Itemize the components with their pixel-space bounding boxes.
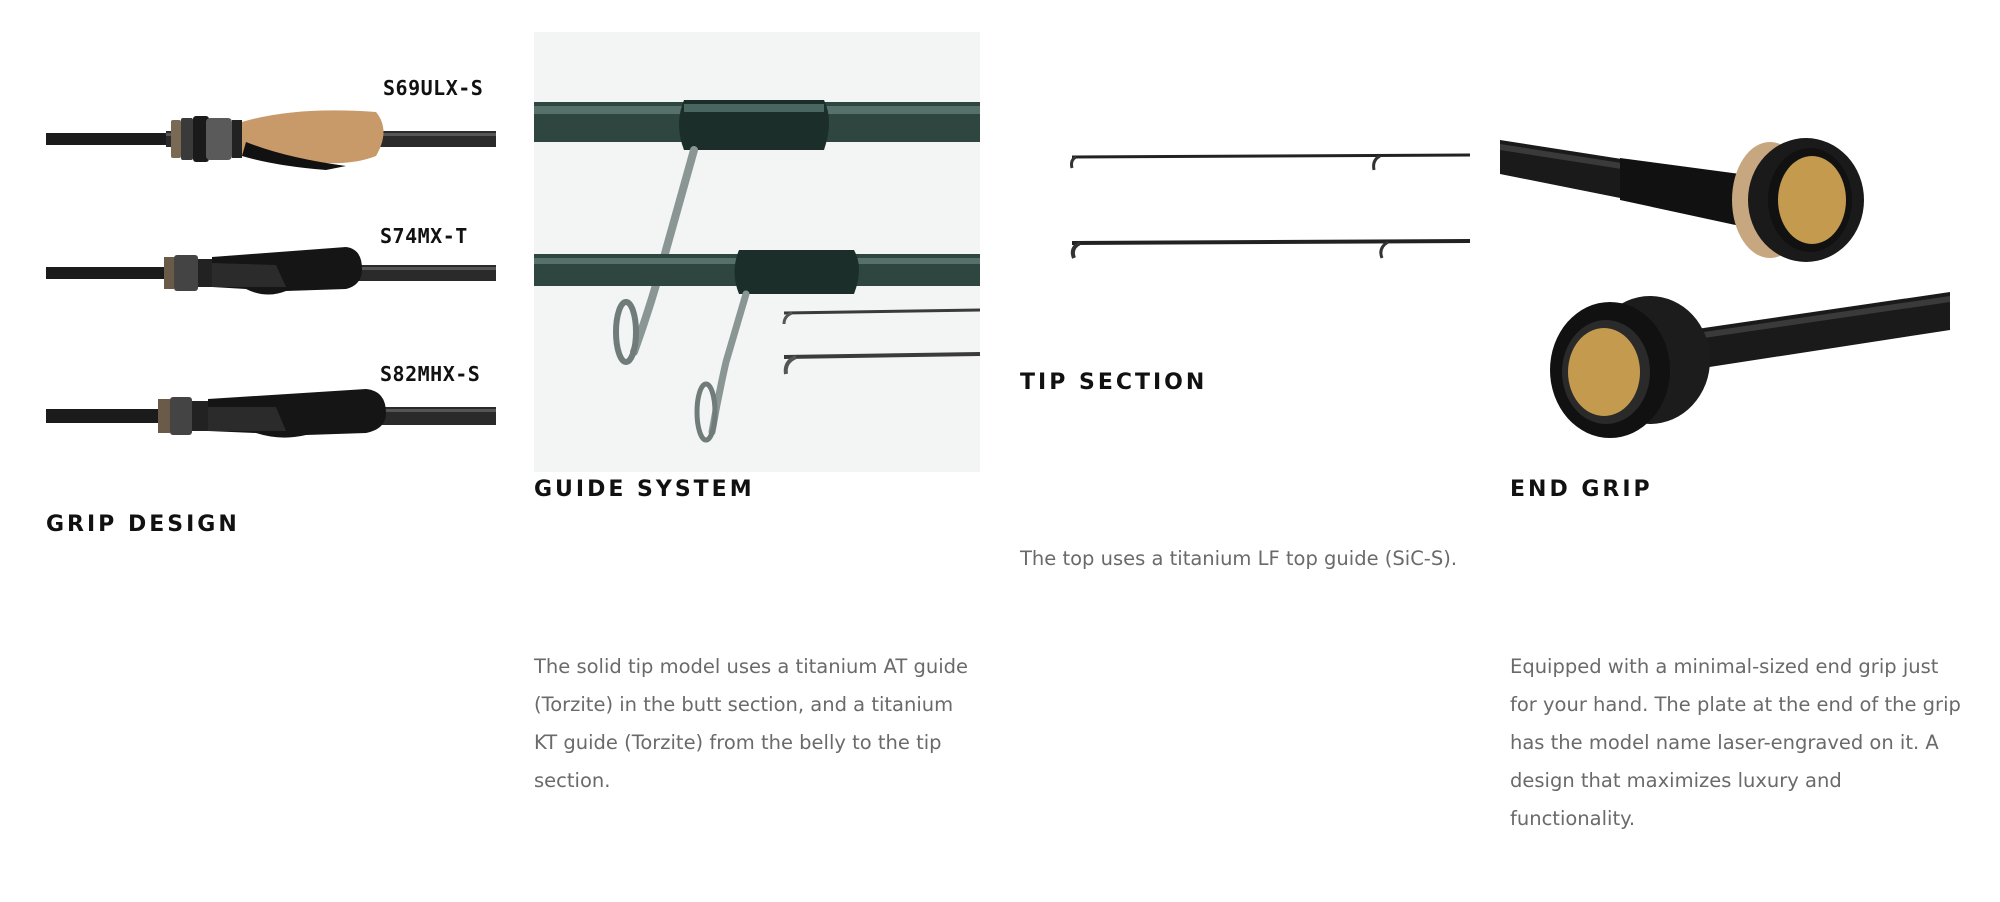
tip-section-section: TIP SECTION The top uses a titanium LF t… — [1000, 0, 1500, 902]
end-grip-image — [1500, 138, 1950, 438]
guide-system-section: GUIDE SYSTEM The solid tip model uses a … — [500, 0, 1000, 902]
tip-section-description: The top uses a titanium LF top guide (Si… — [1020, 547, 1458, 570]
end-grip-heading: END GRIP — [1510, 477, 1653, 502]
model-label-3: S82MHX-S — [380, 362, 481, 386]
grip-design-section: S69ULX-S S74MX-T S82MHX-S GRIP DESIGN — [0, 0, 500, 902]
model-label-2: S74MX-T — [380, 224, 468, 248]
rod-image-eva-grip — [46, 247, 496, 295]
guide-system-heading: GUIDE SYSTEM — [534, 477, 755, 502]
rod-image-long-grip — [46, 389, 496, 438]
tip-section-heading: TIP SECTION — [1020, 370, 1208, 395]
end-grip-section: END GRIP Equipped with a minimal-sized e… — [1500, 0, 2000, 902]
guide-system-description: The solid tip model uses a titanium AT g… — [534, 655, 968, 792]
tip-section-image — [1070, 153, 1471, 259]
guide-system-image — [534, 32, 981, 472]
rod-image-cork-grip — [46, 110, 496, 170]
grip-design-heading: GRIP DESIGN — [46, 512, 240, 537]
model-label-1: S69ULX-S — [383, 76, 484, 100]
end-grip-description: Equipped with a minimal-sized end grip j… — [1510, 655, 1961, 830]
